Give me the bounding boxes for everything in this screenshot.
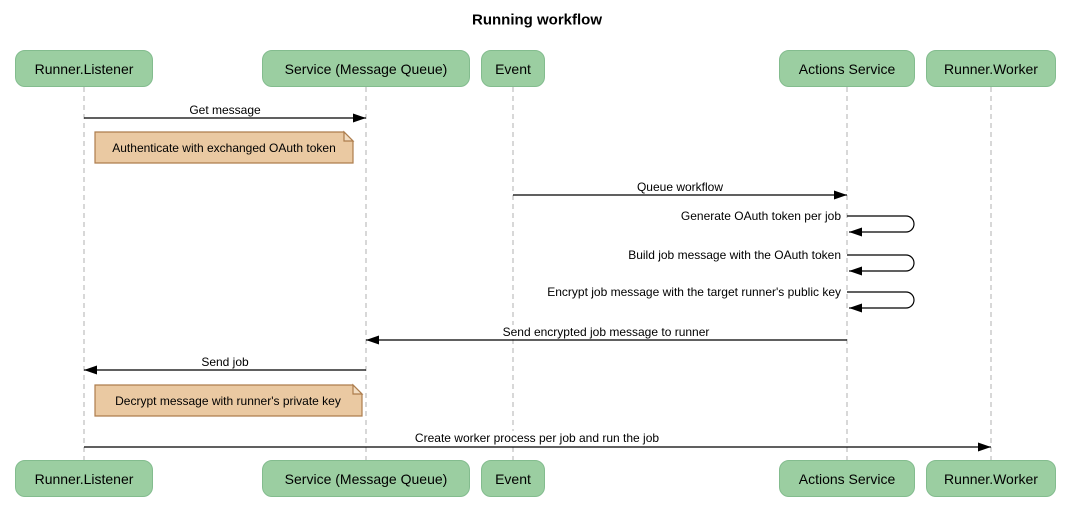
diagram-title: Running workflow — [472, 11, 602, 29]
participant-top-runner-listener: Runner.Listener — [15, 50, 153, 87]
participant-label: Runner.Worker — [944, 60, 1038, 77]
participant-top-runner-worker: Runner.Worker — [926, 50, 1056, 87]
participant-top-actions-service: Actions Service — [779, 50, 915, 87]
message-label-create-worker-process: Create worker process per job and run th… — [412, 431, 662, 445]
message-label-encrypt-job-message: Encrypt job message with the target runn… — [545, 285, 843, 299]
participant-bottom-actions-service: Actions Service — [779, 460, 915, 497]
participant-bottom-runner-worker: Runner.Worker — [926, 460, 1056, 497]
message-label-send-job: Send job — [199, 355, 251, 369]
message-label-queue-workflow: Queue workflow — [634, 180, 726, 194]
participant-top-event: Event — [481, 50, 545, 87]
participant-bottom-runner-listener: Runner.Listener — [15, 460, 153, 497]
message-label-build-job-message: Build job message with the OAuth token — [626, 248, 843, 262]
participant-top-service-message-queue: Service (Message Queue) — [262, 50, 470, 87]
participant-label: Actions Service — [798, 470, 896, 487]
self-loop-generate-oauth-token — [847, 215, 915, 237]
note-decrypt-shape — [94, 383, 364, 417]
message-label-send-encrypted-job-message: Send encrypted job message to runner — [500, 325, 712, 339]
self-loop-build-job-message — [847, 254, 915, 276]
participant-bottom-event: Event — [481, 460, 545, 497]
participant-label: Runner.Listener — [34, 60, 134, 77]
note-authenticate-text: Authenticate with exchanged OAuth token — [112, 141, 336, 155]
participant-label: Service (Message Queue) — [284, 470, 448, 487]
participant-label: Event — [495, 60, 531, 77]
message-label-get-message: Get message — [187, 103, 263, 117]
participant-label: Service (Message Queue) — [284, 60, 448, 77]
self-loop-encrypt-job-message — [847, 291, 915, 313]
note-authenticate-shape — [94, 130, 355, 164]
participant-label: Event — [495, 470, 531, 487]
participant-bottom-service-message-queue: Service (Message Queue) — [262, 460, 470, 497]
participant-label: Runner.Listener — [34, 470, 134, 487]
participant-label: Actions Service — [798, 60, 896, 77]
note-decrypt-text: Decrypt message with runner's private ke… — [115, 394, 341, 408]
participant-label: Runner.Worker — [944, 470, 1038, 487]
message-label-generate-oauth-token: Generate OAuth token per job — [678, 209, 843, 223]
